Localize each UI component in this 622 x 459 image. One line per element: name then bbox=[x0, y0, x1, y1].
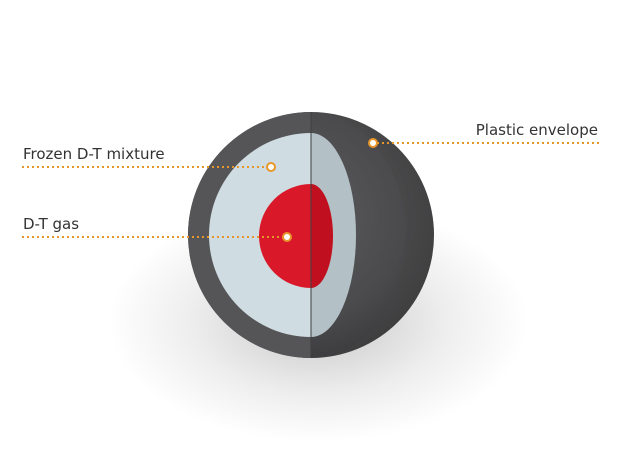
leader-dot-envelope bbox=[368, 138, 378, 148]
ice-inner-shell bbox=[311, 133, 356, 337]
leader-dot-gas bbox=[282, 232, 292, 242]
callout-frozen: Frozen D-T mixture bbox=[22, 145, 276, 172]
gas-inner-dome bbox=[311, 184, 333, 288]
callout-gas: D-T gas bbox=[22, 215, 292, 242]
leader-dot-frozen bbox=[266, 162, 276, 172]
label-frozen-dt-mixture: Frozen D-T mixture bbox=[23, 145, 165, 163]
label-dt-gas: D-T gas bbox=[23, 215, 79, 233]
callout-envelope: Plastic envelope bbox=[368, 121, 600, 148]
label-plastic-envelope: Plastic envelope bbox=[476, 121, 598, 139]
